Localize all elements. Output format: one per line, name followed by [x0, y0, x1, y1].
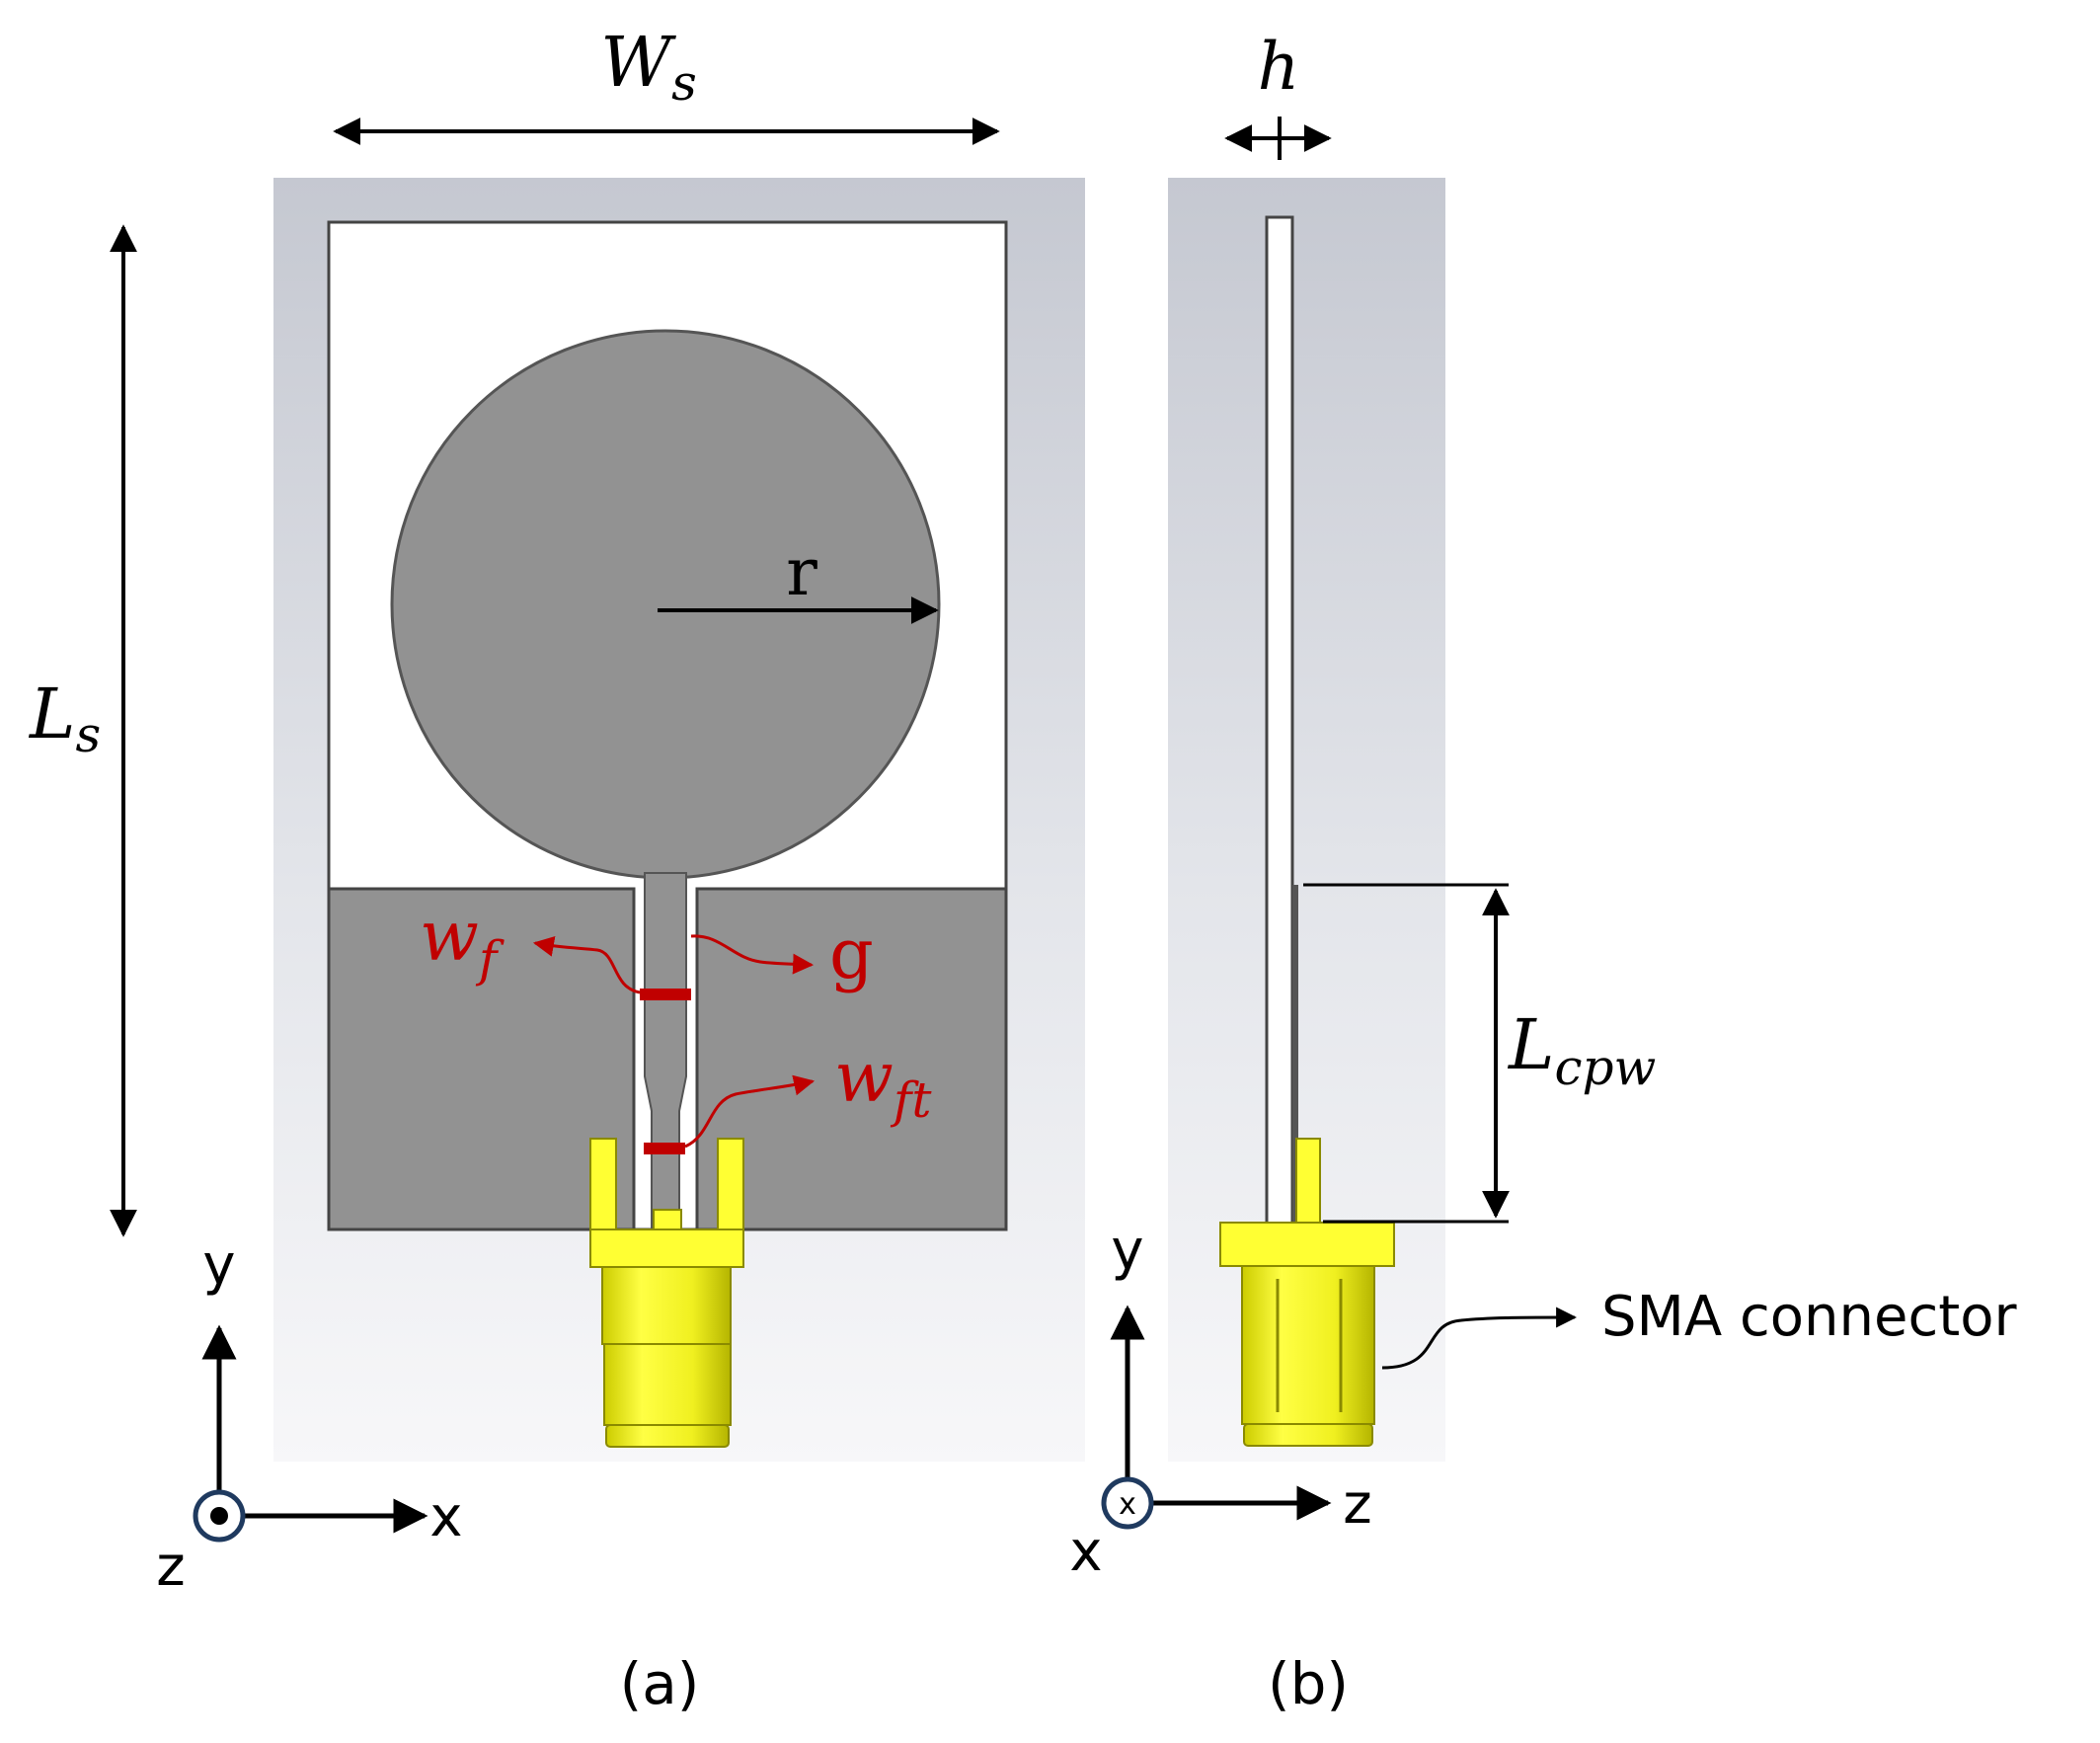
- substrate-side: [1265, 215, 1294, 1231]
- radius-label: r: [786, 534, 817, 610]
- axis-a-x-label: x: [429, 1485, 462, 1549]
- wft-label: wft: [834, 1037, 932, 1129]
- g-label: g: [829, 913, 874, 994]
- feed-line: [644, 872, 687, 1230]
- wf-leader: [532, 935, 641, 994]
- h-label: h: [1258, 29, 1300, 105]
- circular-radiating-patch: [390, 329, 941, 880]
- axis-b-z-label: z: [1343, 1472, 1371, 1537]
- axis-a-y-label: y: [202, 1233, 235, 1298]
- panel-b-side-view: h Lcpw SMA connector x y z x (b): [1069, 29, 2017, 1717]
- caption-b: (b): [1268, 1650, 1349, 1717]
- axes-a: y x z: [156, 1233, 462, 1599]
- x-into-page-icon: [1101, 1476, 1154, 1530]
- axes-b: x y z x: [1069, 1219, 1371, 1584]
- wft-leader: [684, 1074, 816, 1149]
- panel-a-front-view: Ws Ls r wf g wft y x z (a): [28, 22, 1085, 1717]
- axis-a-z-label: z: [156, 1535, 185, 1599]
- ws-label: Ws: [600, 22, 697, 112]
- ground-copper-side: [1292, 885, 1298, 1229]
- ground-plane-right: [695, 887, 1008, 1231]
- x-into-page-marker: x: [1119, 1487, 1136, 1522]
- caption-a: (a): [620, 1650, 700, 1717]
- axis-b-x-label: x: [1069, 1520, 1102, 1584]
- sma-connector-front: [589, 1138, 744, 1448]
- g-leader: [690, 934, 815, 975]
- sma-connector-side: [1219, 1138, 1395, 1447]
- sma-leader: [1381, 1307, 1578, 1370]
- lcpw-label: Lcpw: [1507, 1004, 1656, 1096]
- ground-plane-left: [327, 887, 636, 1231]
- ls-label: Ls: [28, 673, 101, 763]
- axis-b-y-label: y: [1111, 1219, 1143, 1283]
- sma-connector-label: SMA connector: [1601, 1285, 2017, 1349]
